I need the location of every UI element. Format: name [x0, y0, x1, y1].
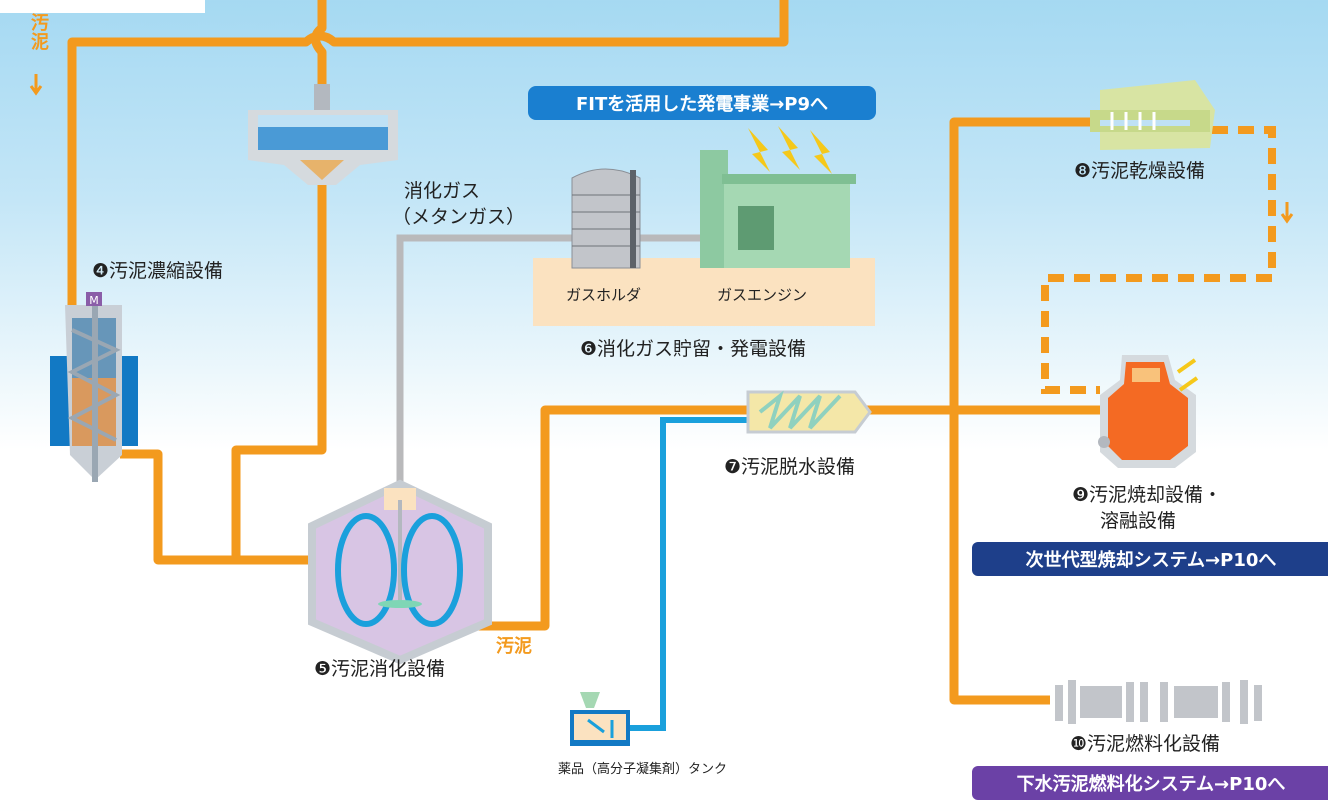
melting-label: 溶融設備 [1100, 510, 1177, 532]
sludge-vertical-label: 汚泥 [31, 13, 49, 53]
digestion-label: ❺汚泥消化設備 [314, 658, 446, 680]
methane-gas-label: （メタンガス） [392, 206, 526, 228]
drying-label: ❽汚泥乾燥設備 [1074, 160, 1206, 182]
settling-tank-icon [248, 84, 398, 185]
top-left-strip [0, 0, 205, 13]
incineration-label: ❾汚泥焼却設備・ [1072, 484, 1223, 506]
sludge-pipes [67, 0, 1105, 705]
gas-holder-label: ガスホルダ [566, 286, 642, 304]
chemical-tank-icon [570, 692, 630, 746]
fuel-device-icon [1055, 680, 1262, 724]
thickener-icon: M [50, 292, 138, 482]
sludge-label: 汚泥 [496, 636, 532, 657]
chemical-tank-label: 薬品（高分子凝集剤）タンク [558, 762, 728, 777]
dewatering-icon [746, 390, 872, 434]
lightning-icon [748, 126, 832, 174]
gas-engine-icon [700, 150, 856, 268]
gas-storage-power-label: ❻消化ガス貯留・発電設備 [580, 338, 807, 360]
motor-box [86, 292, 102, 306]
next-gen-incineration-banner[interactable]: 次世代型焼却システム→P10へ [972, 542, 1328, 576]
fuel-label: ❿汚泥燃料化設備 [1070, 733, 1221, 755]
gas-holder-icon [571, 168, 641, 269]
down-arrow-right-icon [1280, 202, 1294, 224]
dried-sludge-path [1041, 126, 1276, 394]
fuel-system-banner[interactable]: 下水汚泥燃料化システム→P10へ [972, 766, 1328, 800]
gas-storage-pad [533, 258, 875, 326]
dryer-icon [1090, 80, 1215, 150]
motor-letter: M [89, 294, 99, 307]
digester-icon [308, 479, 492, 665]
incinerator-icon [1098, 355, 1199, 468]
gas-engine-label: ガスエンジン [717, 286, 808, 304]
down-arrow-left-icon [29, 74, 43, 96]
chemical-pipe [628, 417, 760, 731]
thickening-label: ❹汚泥濃縮設備 [92, 260, 224, 282]
fit-power-banner[interactable]: FITを活用した発電事業→P9へ [528, 86, 876, 120]
digestion-gas-label: 消化ガス [404, 180, 481, 202]
dewatering-label: ❼汚泥脱水設備 [724, 456, 856, 478]
